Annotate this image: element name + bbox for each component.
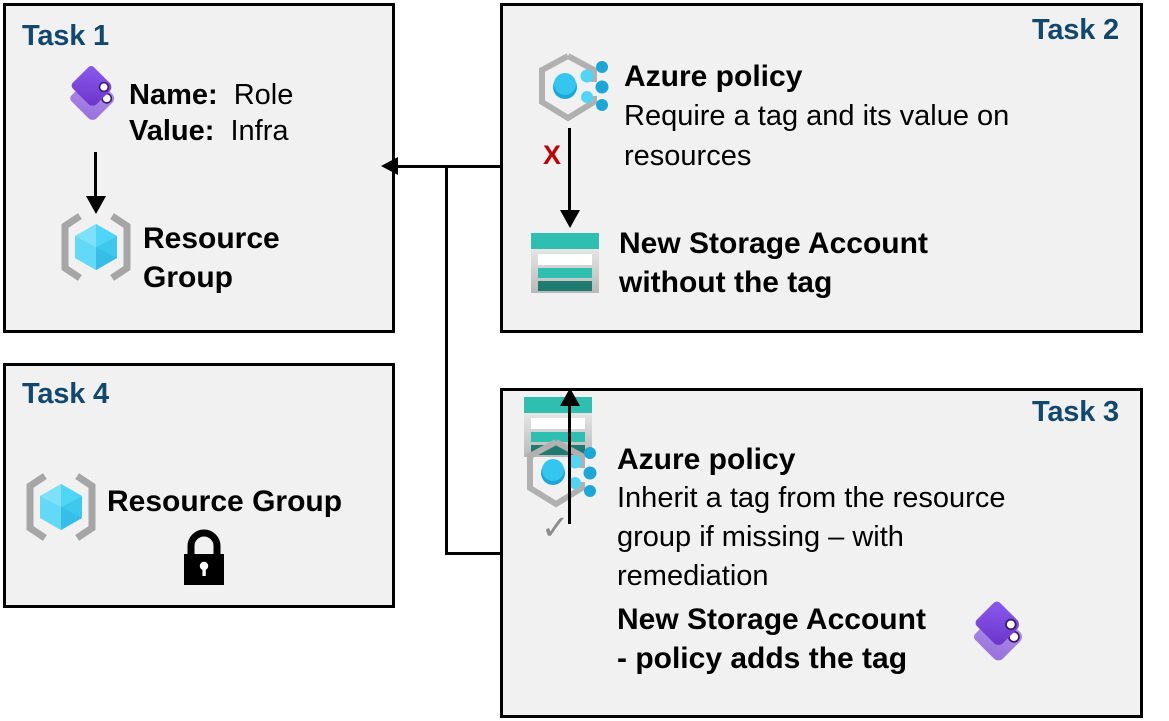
task2-policy-title: Azure policy	[624, 60, 803, 93]
task4-label: Task 4	[22, 378, 109, 410]
connector-arrow-head	[381, 157, 398, 175]
task1-name-row: Name: Role	[129, 79, 293, 112]
task1-value-row: Value: Infra	[129, 115, 289, 148]
task2-policy-desc-line2: resources	[624, 140, 752, 172]
connector-horizontal-bottom	[445, 552, 501, 555]
task1-name-value: Role	[233, 79, 294, 111]
storage-account-icon	[529, 232, 601, 294]
task2-policy-desc-line1: Require a tag and its value on	[624, 100, 1010, 132]
task2-arrow-head	[560, 210, 580, 228]
task1-label: Task 1	[22, 20, 109, 52]
resource-group-icon	[57, 208, 135, 286]
task3-policy-title: Azure policy	[617, 443, 796, 476]
task1-panel	[3, 3, 395, 333]
task2-arrow-line	[568, 128, 571, 214]
task1-resource-group-line1: Resource	[143, 222, 280, 255]
storage-account-icon	[522, 396, 594, 458]
tag-icon	[965, 601, 1035, 678]
task3-arrow-line	[568, 400, 571, 524]
tag-icon	[62, 66, 126, 136]
task2-label: Task 2	[1032, 14, 1119, 46]
task3-label: Task 3	[1032, 396, 1119, 428]
task1-value-value: Infra	[230, 115, 289, 147]
resource-group-icon	[22, 468, 100, 546]
azure-policy-icon	[532, 52, 612, 128]
task3-policy-desc-line3: remediation	[617, 560, 769, 592]
connector-vertical	[445, 165, 448, 555]
task4-resource-group-label: Resource Group	[107, 485, 343, 518]
lock-icon	[178, 527, 230, 589]
azure-policy-icon	[520, 438, 600, 514]
task3-policy-desc-line2: group if missing – with	[617, 521, 904, 553]
connector-horizontal-top	[397, 165, 501, 168]
task3-storage-line1: New Storage Account	[617, 603, 926, 636]
task1-resource-group-line2: Group	[143, 261, 233, 294]
task3-panel	[500, 388, 1143, 718]
task2-storage-line1: New Storage Account	[619, 227, 928, 260]
task1-value-key: Value:	[129, 115, 215, 147]
task1-arrow-line	[94, 152, 97, 200]
task3-storage-line2: - policy adds the tag	[617, 642, 908, 675]
task2-panel	[500, 3, 1143, 333]
task2-storage-line2: without the tag	[619, 266, 833, 299]
task3-policy-desc-line1: Inherit a tag from the resource	[617, 482, 1006, 514]
task3-arrow-head	[560, 388, 580, 406]
task1-name-key: Name:	[129, 79, 218, 111]
success-check-marker: ✓	[541, 509, 570, 547]
denied-x-marker: X	[543, 140, 562, 170]
task1-arrow-head	[86, 196, 106, 214]
